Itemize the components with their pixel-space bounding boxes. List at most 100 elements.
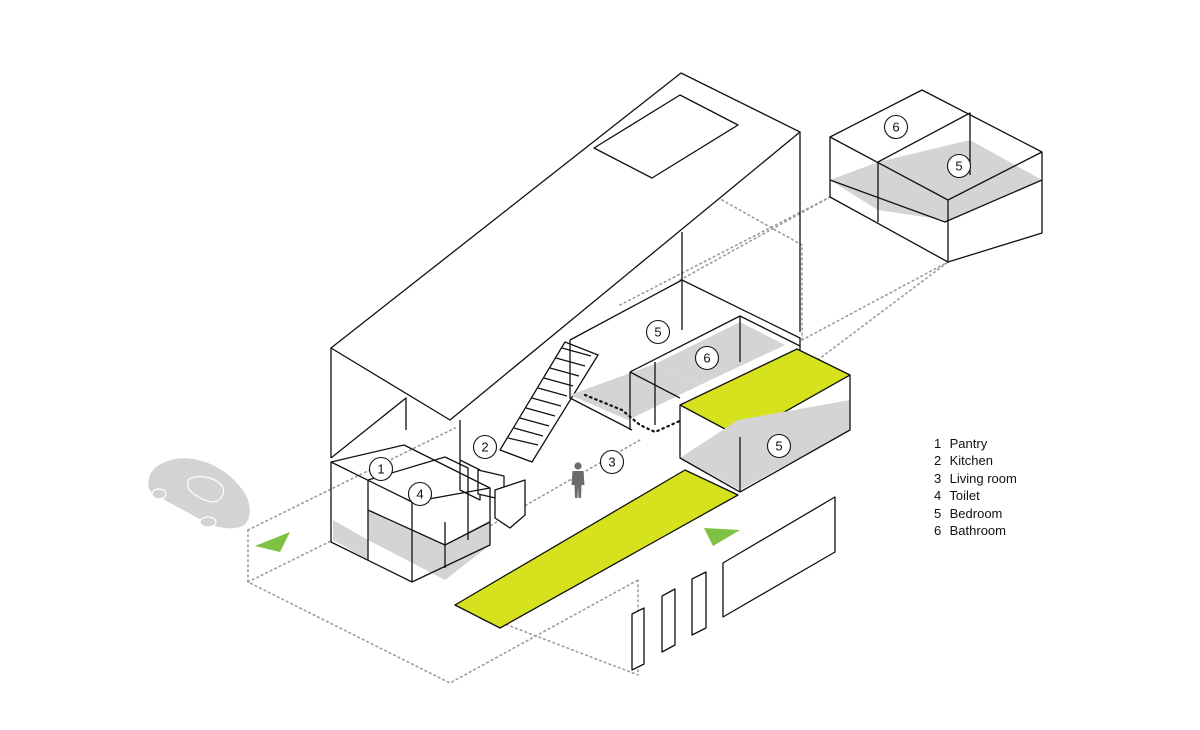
car-wheel	[199, 516, 217, 528]
badge-number: 5	[955, 159, 962, 174]
facade-door-1	[631, 607, 645, 671]
upper-floating-box	[829, 89, 1043, 263]
middle-room-box	[569, 279, 801, 434]
badge-circle	[946, 153, 972, 179]
upper-box-outline	[829, 89, 1043, 263]
badge-number: 6	[703, 351, 710, 366]
middle-box-top	[569, 279, 801, 352]
badge-number: 1	[377, 462, 384, 477]
badge-kitchen: 2	[472, 434, 498, 460]
legend-label: Bedroom	[949, 505, 1003, 521]
legend-number: 6	[934, 523, 942, 539]
badge-toilet: 4	[407, 481, 433, 507]
upper-box-floor-b	[878, 140, 1042, 222]
facade-door-2	[661, 588, 676, 653]
badge-bedroom-upper: 5	[946, 153, 972, 179]
left-box-floor-a	[333, 520, 368, 560]
roof-projection-right	[721, 199, 803, 341]
car-wheel	[151, 488, 167, 500]
left-wall-slope	[330, 397, 407, 459]
legend-label: Kitchen	[949, 453, 993, 469]
entry-arrow-icon	[704, 528, 740, 546]
middle-floor-b	[655, 322, 785, 385]
legend-item-bedroom: 5 Bedroom	[934, 505, 1017, 522]
upper-box-projection-3	[801, 261, 949, 341]
roof-slab	[330, 72, 801, 421]
front-bedroom-box	[679, 375, 851, 493]
middle-box-left	[569, 340, 633, 431]
badge-circle	[407, 481, 433, 507]
badge-circle	[766, 433, 792, 459]
house-envelope	[330, 132, 801, 460]
badge-pantry: 1	[368, 456, 394, 482]
badge-number: 2	[481, 440, 488, 455]
badge-number: 3	[608, 455, 615, 470]
legend-number: 2	[934, 453, 942, 469]
badge-circle	[883, 114, 909, 140]
legend-number: 1	[934, 436, 942, 451]
room-legend: 1 Pantry 2 Kitchen 3 Living room 4 Toile…	[934, 435, 1017, 539]
ground-outline-left	[247, 529, 639, 684]
legend-item-toilet: 4 Toilet	[934, 487, 1017, 504]
hidden-wall-line	[583, 393, 684, 434]
legend-label: Pantry	[949, 436, 988, 451]
legend-number: 3	[934, 470, 942, 486]
kitchen-counter	[459, 459, 526, 529]
upper-box-projection-4	[737, 261, 949, 421]
left-box-outline	[330, 444, 491, 583]
person-head	[574, 462, 582, 470]
badge-circle	[599, 449, 625, 475]
facade-openings	[631, 496, 836, 671]
counter-side	[459, 459, 481, 501]
legend-item-bathroom: 6 Bathroom	[934, 522, 1017, 539]
facade-door-3	[691, 571, 707, 636]
upper-box-floor-a	[830, 162, 945, 220]
legend-label: Living room	[949, 470, 1017, 486]
person-icon	[571, 462, 585, 498]
front-box-floor	[680, 400, 850, 490]
middle-floor-a	[570, 364, 700, 420]
legend-number: 5	[934, 505, 942, 521]
counter-block-2	[494, 479, 526, 529]
left-box-floor-b	[368, 510, 445, 580]
legend-label: Toilet	[949, 488, 980, 504]
badge-number: 6	[892, 120, 899, 135]
car-windshield	[187, 476, 225, 503]
left-box-floor-edge	[367, 509, 491, 546]
legend-number: 4	[934, 488, 942, 504]
upper-box-divider	[877, 112, 971, 175]
car-icon	[147, 457, 251, 530]
left-box-back-edge	[444, 456, 469, 540]
badge-circle	[645, 319, 671, 345]
upper-box-projection-2	[679, 196, 831, 281]
ground-outline-inner	[247, 539, 334, 583]
middle-box-front-edge	[629, 371, 681, 399]
badge-living-room: 3	[599, 449, 625, 475]
ground-outline-top	[247, 427, 456, 531]
badge-circle	[694, 345, 720, 371]
legend-item-pantry: 1 Pantry	[934, 435, 1017, 452]
entry-arrow-icon	[255, 532, 290, 552]
upper-box-projection-1	[619, 196, 831, 306]
ground-circulation-strip	[454, 469, 739, 629]
upper-box-floor-edge	[829, 179, 1043, 223]
badge-number: 4	[416, 487, 423, 502]
badge-bedroom-middle: 5	[645, 319, 671, 345]
facade-window	[722, 496, 836, 618]
legend-item-kitchen: 2 Kitchen	[934, 452, 1017, 469]
badge-circle	[368, 456, 394, 482]
badge-bathroom-upper: 6	[883, 114, 909, 140]
badge-circle	[472, 434, 498, 460]
left-service-boxes	[330, 444, 491, 583]
legend-item-living-room: 3 Living room	[934, 470, 1017, 487]
badge-number: 5	[775, 439, 782, 454]
skylight	[593, 94, 739, 179]
stair-run	[499, 341, 599, 463]
staircase	[499, 341, 599, 463]
badge-bathroom-middle: 6	[694, 345, 720, 371]
person-body	[571, 471, 585, 498]
badge-number: 5	[654, 325, 661, 340]
left-box-floor-c	[445, 520, 490, 580]
